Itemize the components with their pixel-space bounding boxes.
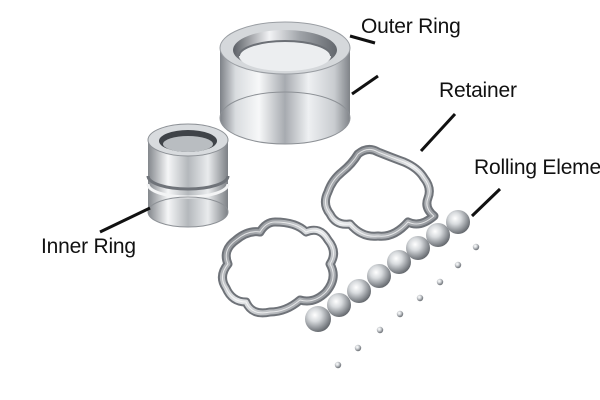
inner-ring-label: Inner Ring: [41, 235, 136, 258]
rolling-elements-label: Rolling Elements: [474, 156, 600, 179]
ball: [305, 306, 331, 332]
small-ball: [334, 361, 342, 369]
small-ball: [376, 326, 384, 334]
small-ball: [416, 294, 424, 302]
ball: [367, 264, 391, 288]
small-ball: [436, 278, 444, 286]
rolling-elements-large: [305, 210, 470, 332]
outer-ring-pointer-line: [351, 74, 379, 96]
retainer-lower: [218, 217, 338, 318]
retainer-upper: [320, 144, 439, 241]
ball: [327, 293, 351, 317]
ball: [406, 236, 430, 260]
ball: [426, 223, 450, 247]
retainer-label: Retainer: [439, 79, 517, 102]
outer-ring: [219, 21, 351, 145]
small-ball: [472, 243, 480, 251]
rolling-elements-leader-line: [470, 187, 502, 218]
retainer-leader-line: [419, 112, 457, 153]
ball: [446, 210, 470, 234]
small-ball: [354, 344, 362, 352]
outer-ring-label: Outer Ring: [361, 15, 461, 38]
rolling-elements-small: [334, 243, 480, 369]
small-ball: [396, 310, 404, 318]
inner-ring-leader-line: [99, 206, 151, 234]
ball: [387, 250, 411, 274]
outer-ring-leader-line: [349, 34, 376, 45]
inner-ring: [146, 123, 230, 228]
ball: [347, 279, 371, 303]
small-ball: [454, 261, 462, 269]
